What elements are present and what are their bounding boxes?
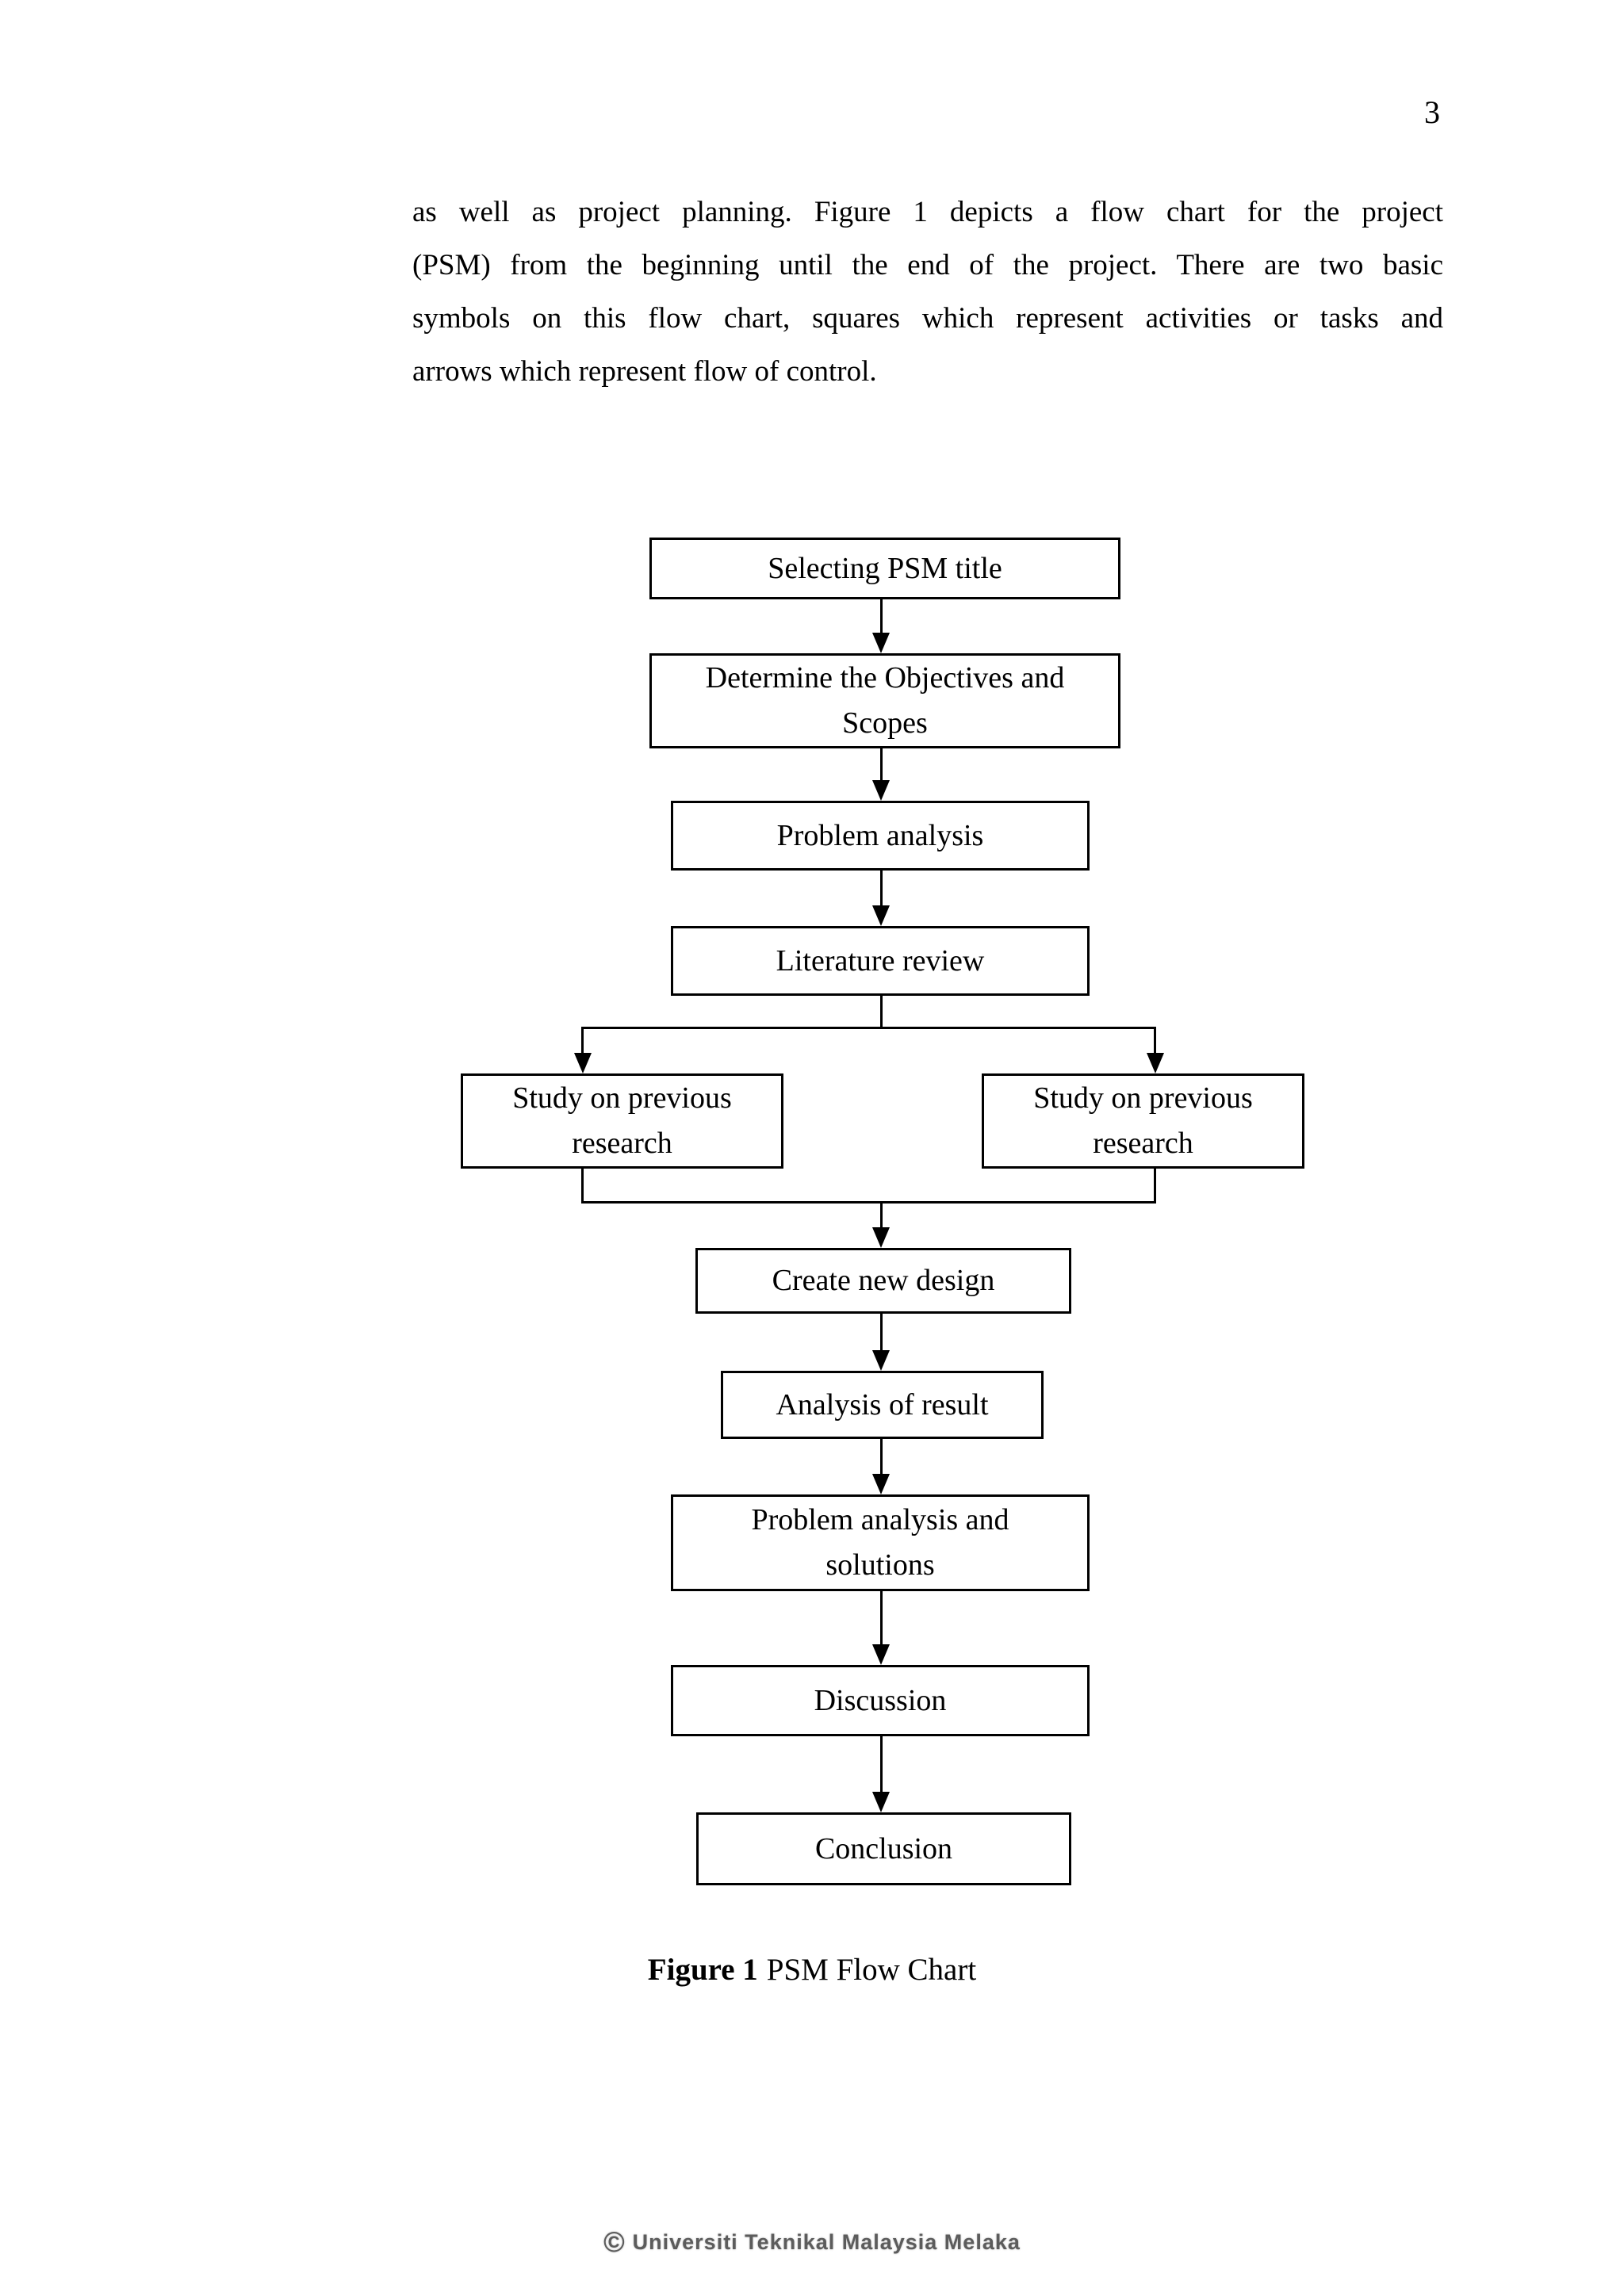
flow-node-determine-objectives-scopes: Determine the Objectives and Scopes [649,653,1120,748]
copyright-icon: © [603,2225,625,2258]
flow-node-label: Determine the Objectives and [705,661,1065,695]
flow-arrow-line [880,1203,883,1227]
flow-node-study-previous-research-left: Study on previous research [461,1073,783,1169]
body-paragraph: as well as project planning. Figure 1 de… [412,186,1443,398]
arrow-down-icon [872,780,890,801]
paragraph-line: as well as project planning. Figure 1 de… [412,196,1443,228]
flow-node-problem-analysis: Problem analysis [671,801,1090,871]
flow-node-label: Conclusion [814,1831,953,1866]
arrow-down-icon [1147,1053,1164,1073]
flow-arrow-line [880,871,883,905]
page-number: 3 [1424,94,1440,130]
flow-node-label: Problem analysis [776,818,984,852]
arrow-down-icon [872,1350,890,1371]
flow-node-label: Study on previous [1033,1081,1253,1115]
arrow-down-icon [872,1474,890,1494]
flow-node-literature-review: Literature review [671,926,1090,996]
paragraph-line: arrows which represent flow of control. [412,355,877,388]
flow-arrow-line [880,1314,883,1350]
arrow-down-icon [872,1227,890,1248]
arrow-down-icon [872,905,890,926]
flow-node-analysis-of-result: Analysis of result [721,1371,1044,1439]
flow-arrow-line [581,1027,584,1053]
flow-merge-bar [582,1201,1156,1203]
flow-node-label: Problem analysis and [751,1503,1009,1536]
flow-arrow-line [880,1591,883,1644]
flow-node-label: Literature review [776,943,985,978]
flow-node-label: Scopes [842,706,928,740]
flow-node-label: solutions [825,1548,935,1582]
arrow-down-icon [574,1053,592,1073]
flow-node-label: research [572,1127,672,1160]
flow-arrow-line [880,599,883,633]
figure-caption-label: Figure 1 [647,1953,758,1987]
figure-caption-title: PSM Flow Chart [766,1953,977,1987]
arrow-down-icon [872,1644,890,1665]
flow-split-stem [880,996,883,1029]
flow-node-label: Study on previous [512,1081,732,1115]
flow-arrow-line [880,748,883,780]
flow-arrow-line [880,1736,883,1792]
flow-node-discussion: Discussion [671,1665,1090,1736]
flow-node-create-new-design: Create new design [695,1248,1071,1314]
flow-merge-line [581,1169,584,1203]
flow-node-selecting-psm-title: Selecting PSM title [649,538,1120,599]
flow-node-conclusion: Conclusion [696,1812,1071,1885]
flow-split-bar [582,1027,1156,1029]
flow-node-problem-analysis-solutions: Problem analysis and solutions [671,1494,1090,1591]
arrow-down-icon [872,1792,890,1812]
flow-merge-line [1154,1169,1156,1203]
flow-node-label: Create new design [772,1264,995,1297]
paragraph-line: symbols on this flow chart, squares whic… [412,302,1443,335]
flow-arrow-line [1154,1027,1156,1053]
flow-node-label: Analysis of result [776,1387,989,1422]
flow-arrow-line [880,1439,883,1474]
footer-watermark: © Universiti Teknikal Malaysia Melaka [0,2225,1624,2260]
flow-node-label: research [1093,1127,1193,1160]
flow-node-label: Selecting PSM title [768,551,1002,585]
paragraph-line: (PSM) from the beginning until the end o… [412,249,1443,281]
flow-node-label: Discussion [814,1683,947,1717]
footer-watermark-text: Universiti Teknikal Malaysia Melaka [632,2230,1021,2254]
flow-node-study-previous-research-right: Study on previous research [982,1073,1304,1169]
arrow-down-icon [872,633,890,653]
